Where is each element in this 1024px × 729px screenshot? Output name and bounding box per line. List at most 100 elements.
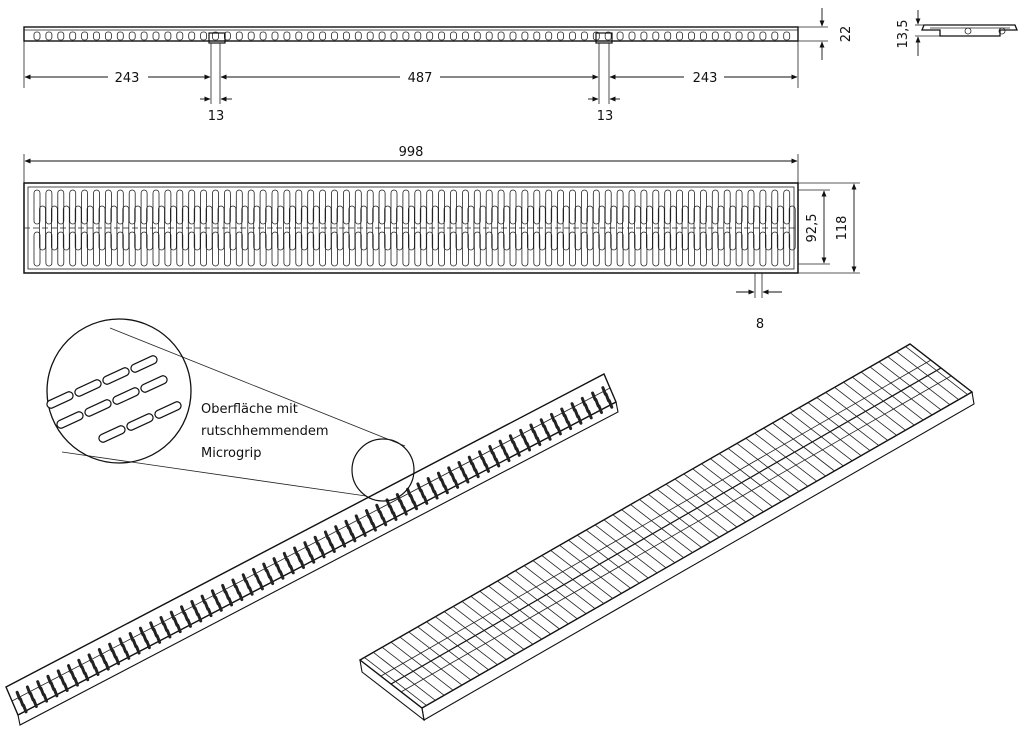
top-slot [723,231,731,267]
top-slot [509,231,517,267]
top-slot [69,231,77,267]
iso-bottom-rib [727,448,791,497]
side-slot [688,31,695,41]
iso-top-slot [56,669,63,679]
iso-bottom-rib [648,494,711,543]
dim-width-inner: 92,5 [805,214,820,243]
iso-top-slot [327,536,333,547]
iso-top-slot [97,648,104,658]
iso-top-slot [570,402,577,412]
iso-top-slot [381,516,388,527]
side-slot [331,31,338,41]
iso-top-slot [512,440,518,451]
top-slot [188,231,196,267]
side-slot [616,31,624,41]
top-slot [681,205,689,251]
iso-top-slot [584,403,590,413]
side-slot [509,31,517,41]
iso-top-slot [453,479,460,489]
detail-magnifier-circle [46,318,192,464]
top-slot [628,231,636,267]
iso-top-slot [52,687,59,698]
side-slot [188,31,196,41]
dim-side-middle: 487 [408,71,433,86]
top-slot [646,205,653,251]
side-slot [497,31,505,41]
top-slot [693,205,701,251]
side-slot [81,31,88,41]
iso-top-slot [77,658,83,669]
iso-top-slot [378,510,384,520]
top-slot [164,231,172,267]
iso-bottom-rib [594,524,658,574]
iso-bottom-rib [585,529,649,579]
iso-top-slot [186,618,192,628]
iso-top-slot [200,594,207,605]
top-slot [277,205,284,251]
side-slot [259,31,267,41]
top-slot [491,205,499,251]
iso-bottom-rib [373,652,436,701]
iso-top-slot [111,649,117,659]
detail-slot [46,391,74,409]
iso-top-slot [447,466,453,476]
top-slot [74,205,82,251]
iso-top-slot [337,531,343,542]
side-slot [105,31,112,41]
top-slot [569,231,576,267]
iso-bottom-rib [452,606,516,655]
top-slot [473,231,481,267]
iso-top-slot [539,418,546,428]
iso-top-slot [591,391,597,402]
iso-top-slot [330,543,336,553]
top-slot [146,205,154,251]
iso-top-slot [262,562,268,573]
top-slot [688,231,695,267]
iso-top-slot [344,519,350,530]
iso-top-slot [183,611,189,622]
iso-top-slot [498,439,505,450]
top-slot [98,205,106,251]
side-slot [140,31,148,41]
iso-bottom-rib [763,427,826,477]
top-slot [378,231,386,267]
top-slot [652,231,660,267]
detail-slot [98,425,126,443]
iso-top-slot [293,546,299,557]
iso-bottom-rib [852,376,915,426]
iso-top-slot [289,564,295,575]
top-slot [455,205,463,251]
top-slot [676,231,683,267]
top-slot [384,205,392,251]
iso-bottom-rib [656,488,720,538]
top-slot [479,205,487,251]
iso-top-slot [467,455,474,466]
iso-top-slot [149,621,155,631]
detail-slot [74,379,102,397]
iso-bottom-rib [550,550,613,599]
iso-top-slot [365,509,371,519]
callout-line-3: Microgrip [201,446,261,461]
top-slot [765,205,772,251]
side-slot [57,31,65,41]
iso-top-slot [217,602,223,612]
iso-bottom-rib [789,412,853,462]
iso-top-slot [306,547,313,558]
side-slot [521,31,529,41]
iso-bottom-rib [701,463,764,513]
top-slot [776,205,784,251]
side-slot [378,31,386,41]
iso-top-slot [196,612,203,623]
top-slot [431,205,439,251]
iso-top-slot [25,685,32,695]
top-slot [711,231,719,267]
iso-top-slot [320,548,326,559]
top-slot [235,231,243,267]
top-slot [414,231,422,267]
iso-top-slot [334,525,340,535]
side-slot [271,31,279,41]
iso-bottom-rib [692,468,755,518]
top-slot [557,231,564,267]
top-slot [562,205,570,251]
iso-top-slot [354,514,361,524]
